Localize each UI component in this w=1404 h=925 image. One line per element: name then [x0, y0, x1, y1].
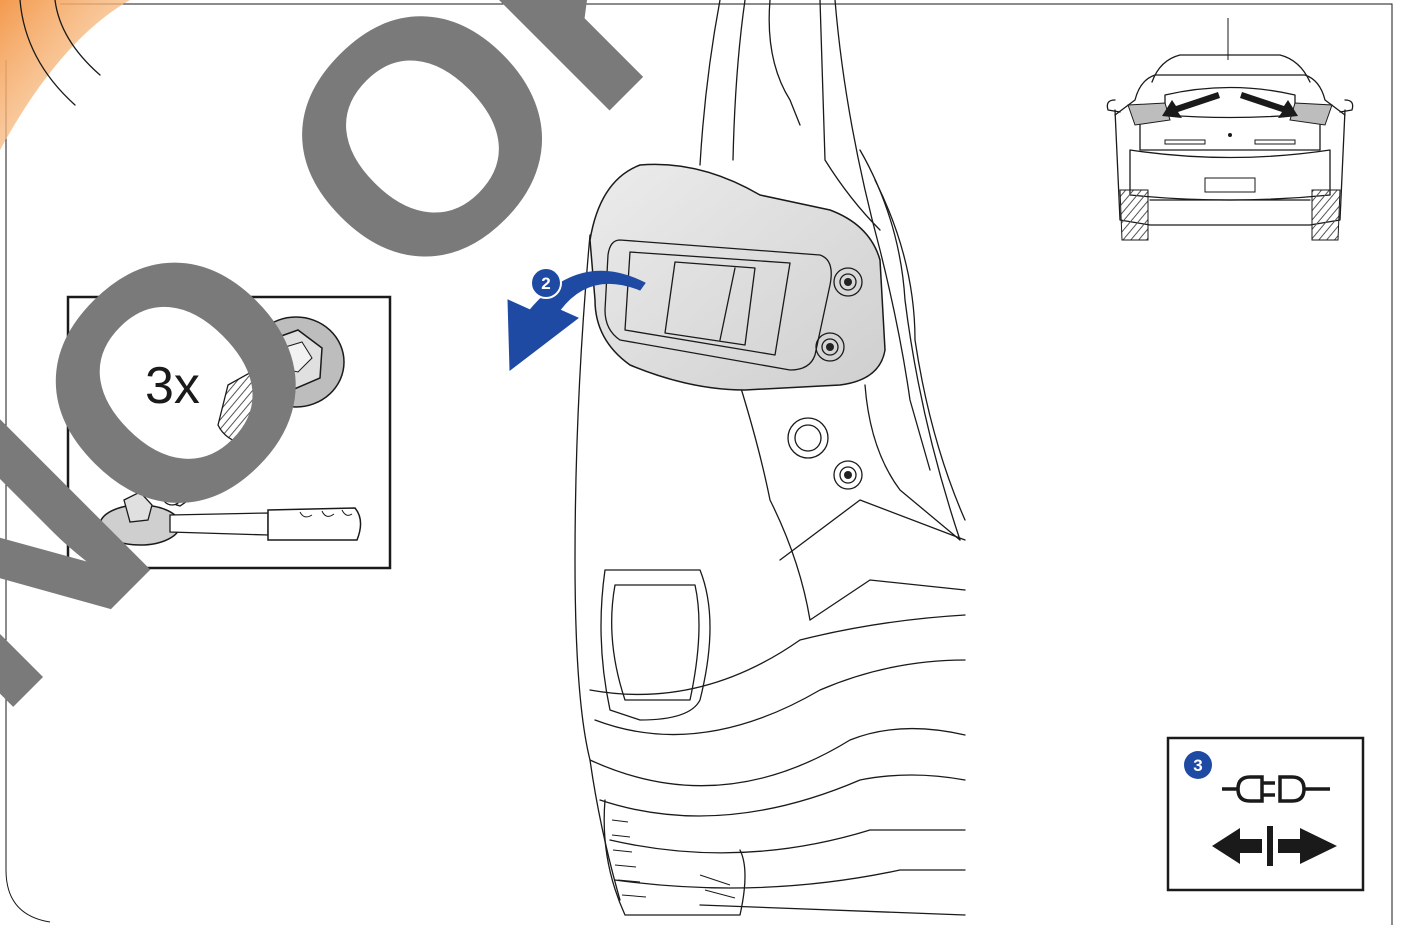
svg-text:3: 3 [1193, 756, 1202, 775]
no-ok-watermark: NO OK [0, 0, 812, 772]
body-bolt-lower [833, 460, 863, 490]
disconnect-arrows-icon [1212, 826, 1337, 866]
corner-accent [0, 0, 130, 150]
hex-bolt-icon [217, 316, 345, 446]
step-3-badge: 3 [1184, 751, 1212, 779]
lamp-bolt-upper [833, 267, 863, 297]
socket-icon [160, 462, 204, 507]
bolt-quantity: 3x [145, 357, 200, 415]
step-2-badge: 2 [530, 267, 562, 299]
ratchet-wrench-icon [99, 491, 362, 546]
connector-plug-icon [1222, 775, 1330, 803]
svg-text:NO OK: NO OK [0, 0, 812, 772]
step-3-panel: 3 [1166, 736, 1365, 892]
lamp-bolt-middle [815, 332, 845, 362]
body-grommet [787, 417, 829, 459]
step-1-panel: 1 3x [66, 295, 392, 570]
tail-lamp [589, 163, 886, 391]
tail-light-arrows-icon [1162, 92, 1298, 118]
tyre [603, 799, 746, 916]
removal-arrow [507, 270, 646, 371]
svg-text:2: 2 [541, 274, 550, 293]
car-rear-view-icon [1106, 18, 1354, 241]
svg-text:1: 1 [93, 317, 102, 336]
car-rear-quarter-drawing [574, 0, 966, 916]
step-1-badge: 1 [84, 312, 112, 340]
